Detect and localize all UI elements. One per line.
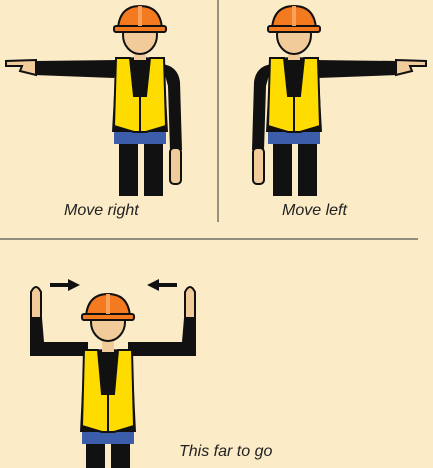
arrow-right-icon xyxy=(50,279,80,291)
caption-this-far-to-go: This far to go xyxy=(179,443,272,461)
caption-move-right: Move right xyxy=(64,202,139,220)
caption-move-left: Move left xyxy=(282,202,347,220)
worker-hands-raised-distance xyxy=(30,287,196,468)
worker-pointing-left xyxy=(252,6,426,196)
worker-pointing-right xyxy=(6,6,182,196)
arrow-left-icon xyxy=(147,279,177,291)
